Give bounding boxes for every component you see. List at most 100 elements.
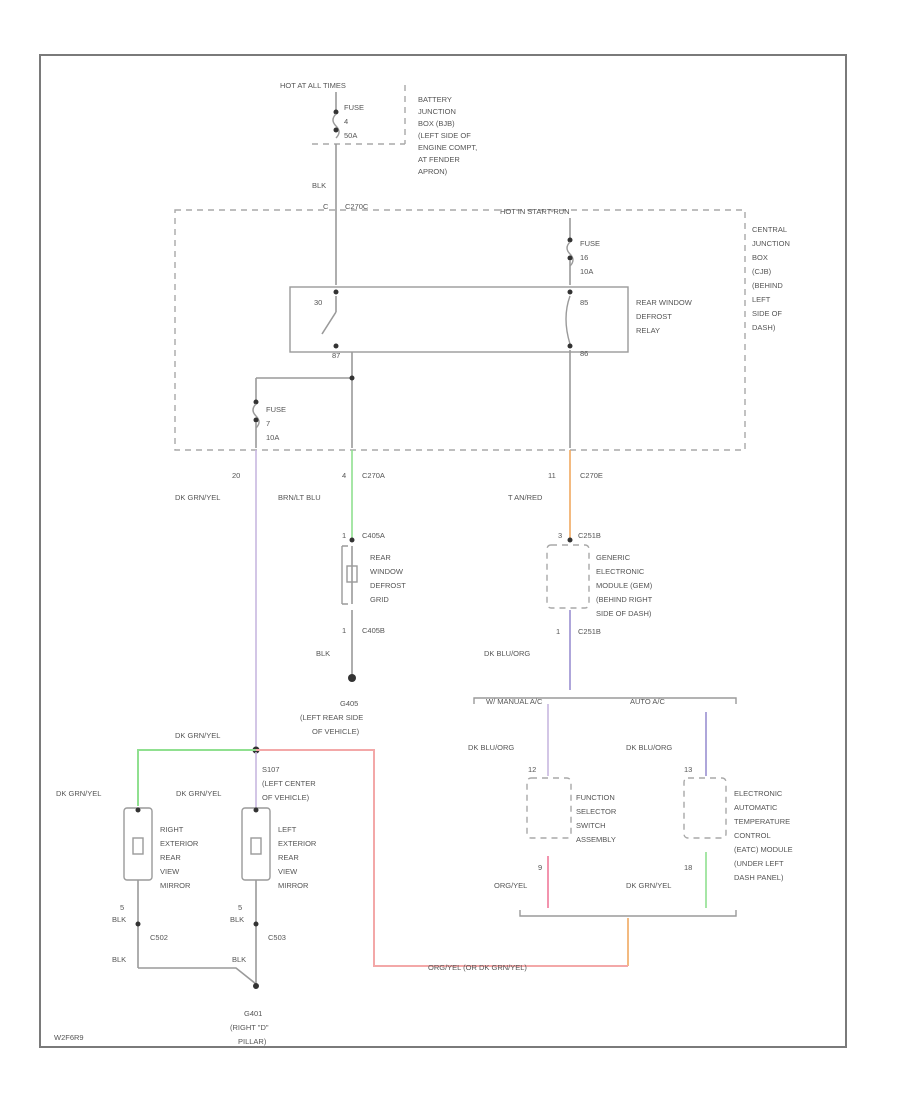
grid-pin-1b: 1: [342, 626, 346, 635]
fuse4-symbol: [332, 113, 340, 139]
eatc-wire-out-label: DK GRN/YEL: [626, 881, 671, 890]
fuse7-number: 7: [266, 419, 270, 428]
left-mirror-pin: 5: [238, 903, 242, 912]
fss-pin-top: 12: [528, 765, 536, 774]
fss-wire-in-label: DK BLU/ORG: [468, 743, 514, 752]
s107-note-2: OF VEHICLE): [262, 793, 310, 802]
gem-module: [546, 544, 590, 609]
fuse16-label: FUSE: [580, 239, 600, 248]
conn-c270e: C270E: [580, 471, 603, 480]
diagram-frame: [39, 54, 847, 1048]
cjb-note-8: DASH): [752, 323, 776, 332]
fuse7-symbol: [252, 403, 260, 429]
g405-note-1: (LEFT REAR SIDE: [300, 713, 363, 722]
s107-label: S107: [262, 765, 280, 774]
g401-ground: [253, 983, 259, 989]
fuse7-amp: 10A: [266, 433, 279, 442]
relay-coil: [565, 295, 571, 345]
c270c-pin: C: [323, 202, 329, 211]
relay-name-3: RELAY: [636, 326, 660, 335]
eatc-name-1: ELECTRONIC: [734, 789, 783, 798]
c270c-label: C270C: [345, 202, 369, 211]
cjb-hot-label: HOT IN START-RUN: [500, 207, 570, 216]
left-mirror-name-4: VIEW: [278, 867, 298, 876]
fuse16-top-dot: [567, 237, 573, 243]
relay-pin30-dot: [333, 289, 339, 295]
fuse4-bottom-dot: [333, 127, 339, 133]
mirror-blk-bottom-r: BLK: [232, 955, 246, 964]
conn-pin-11: 11: [548, 471, 556, 480]
grid-wire-blk-label: BLK: [316, 649, 330, 658]
right-mirror-name-1: RIGHT: [160, 825, 184, 834]
hot-at-all-times-label: HOT AT ALL TIMES: [280, 81, 346, 90]
gem-name-2: ELECTRONIC: [596, 567, 645, 576]
wire-mirror-gnd-join: [138, 967, 257, 985]
left-mirror-name-2: EXTERIOR: [278, 839, 317, 848]
left-exterior-mirror: [241, 807, 271, 881]
conn-c270a: C270A: [362, 471, 385, 480]
wire-return: [256, 749, 628, 967]
right-mirror-element: [132, 837, 144, 855]
left-mirror-name-3: REAR: [278, 853, 299, 862]
wire-brnlt-label: BRN/LT BLU: [278, 493, 321, 502]
eatc-name-5: (EATC) MODULE: [734, 845, 793, 854]
grid-top-dot: [349, 537, 355, 543]
bjb-note-1: BATTERY: [418, 95, 452, 104]
relay-out-splice: [349, 375, 355, 381]
relay-pin-85: 85: [580, 298, 588, 307]
gem-top-dot: [567, 537, 573, 543]
fuse4-amp: 50A: [344, 131, 357, 140]
s107-note-1: (LEFT CENTER: [262, 779, 316, 788]
cjb-note-1: CENTRAL: [752, 225, 787, 234]
fuse4-number: 4: [344, 117, 348, 126]
gem-name-5: SIDE OF DASH): [596, 609, 652, 618]
fss-pin-bottom: 9: [538, 863, 542, 872]
relay-pin-86: 86: [580, 349, 588, 358]
c502-dot: [135, 921, 141, 927]
left-mirror-element: [250, 837, 262, 855]
relay-name-1: REAR WINDOW: [636, 298, 693, 307]
fss-name-3: SWITCH: [576, 821, 606, 830]
mirror-wire-main-label: DK GRN/YEL: [175, 731, 220, 740]
right-mirror-name-5: MIRROR: [160, 881, 191, 890]
grid-name-2: WINDOW: [370, 567, 404, 576]
gem-pin-b: 1: [556, 627, 560, 636]
relay-pin86-dot: [567, 343, 573, 349]
fuse7-bottom-dot: [253, 417, 259, 423]
grid-name-1: REAR: [370, 553, 391, 562]
g405-note-2: OF VEHICLE): [312, 727, 360, 736]
relay-pin87-dot: [333, 343, 339, 349]
g401-note-2: PILLAR): [238, 1037, 267, 1046]
gem-wire-out-label: DK BLU/ORG: [484, 649, 530, 658]
relay-name-2: DEFROST: [636, 312, 672, 321]
bjb-note-6: AT FENDER: [418, 155, 460, 164]
fss-name-4: ASSEMBLY: [576, 835, 616, 844]
right-mirror-name-4: VIEW: [160, 867, 180, 876]
relay-pin-30: 30: [314, 298, 322, 307]
left-mirror-top-dot: [253, 807, 259, 813]
gem-conn-top: C251B: [578, 531, 601, 540]
grid-name-4: GRID: [370, 595, 389, 604]
fuse16-amp: 10A: [580, 267, 593, 276]
cjb-note-5: (BEHIND: [752, 281, 783, 290]
function-selector-switch: [526, 777, 572, 839]
conn-pin-20: 20: [232, 471, 240, 480]
fss-name-1: FUNCTION: [576, 793, 615, 802]
join-bracket: [519, 910, 737, 917]
g405-label: G405: [340, 699, 358, 708]
fuse4-label: FUSE: [344, 103, 364, 112]
gem-name-3: MODULE (GEM): [596, 581, 653, 590]
g401-label: G401: [244, 1009, 262, 1018]
wire-dkgrn-label: DK GRN/YEL: [175, 493, 220, 502]
grid-pin-1: 1: [342, 531, 346, 540]
wire-right-label: DK GRN/YEL: [56, 789, 101, 798]
rear-window-defrost-relay: [289, 286, 629, 353]
fuse7-top-dot: [253, 399, 259, 405]
grid-c405a: C405A: [362, 531, 385, 540]
wire-blk-label: BLK: [312, 181, 326, 190]
bjb-note-4: (LEFT SIDE OF: [418, 131, 471, 140]
bjb-note-5: ENGINE COMPT,: [418, 143, 477, 152]
cjb-note-2: JUNCTION: [752, 239, 790, 248]
grid-name-3: DEFROST: [370, 581, 406, 590]
